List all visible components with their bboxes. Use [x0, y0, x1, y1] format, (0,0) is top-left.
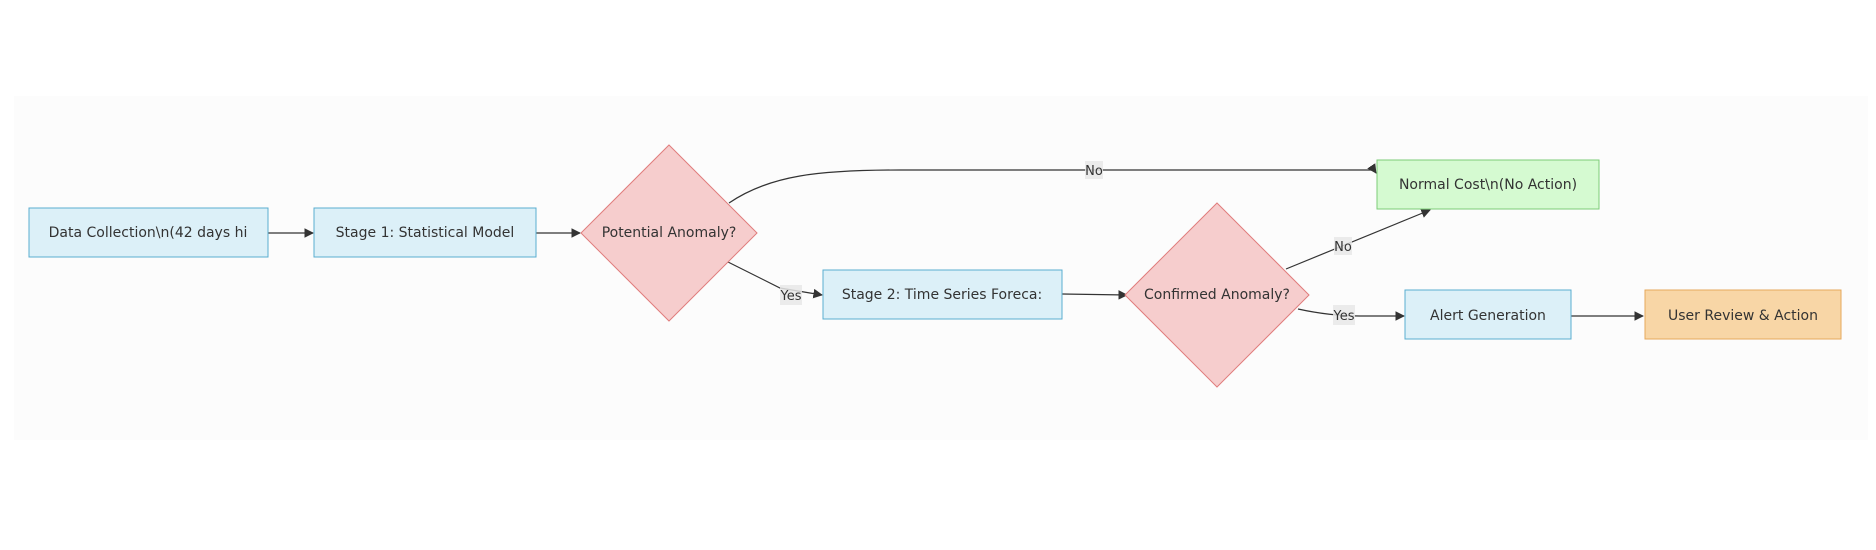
node-stage2: Stage 2: Time Series Foreca:	[822, 269, 1063, 320]
edge-potential-yes	[727, 261, 823, 299]
terminal-box	[1644, 289, 1842, 340]
node-stage1: Stage 1: Statistical Model	[313, 207, 537, 258]
edge-label-bg	[1333, 305, 1355, 325]
node-label: Confirmed Anomaly?	[1144, 287, 1290, 303]
terminal-box	[1376, 159, 1600, 210]
node-label: Data Collection\n(42 days hi	[49, 225, 248, 241]
edge-label-bg	[1085, 161, 1103, 179]
edge-stage2-to-confirmed	[1061, 290, 1128, 300]
process-box	[313, 207, 537, 258]
edges	[268, 163, 1644, 321]
node-alert-generation: Alert Generation	[1404, 289, 1572, 340]
edge-label-bg	[1334, 237, 1352, 255]
node-label: Alert Generation	[1430, 308, 1546, 324]
process-box	[822, 269, 1063, 320]
decision-diamond	[1124, 202, 1310, 388]
decision-diamond	[580, 144, 758, 322]
edge-labels: No Yes No Yes	[780, 161, 1355, 325]
edge-label-confirmed-no: No	[1334, 240, 1352, 255]
node-label: Potential Anomaly?	[602, 225, 737, 241]
node-confirmed-anomaly: Confirmed Anomaly?	[1124, 202, 1310, 388]
edge-confirmed-no	[1285, 208, 1431, 270]
node-label: Normal Cost\n(No Action)	[1399, 177, 1577, 193]
node-potential-anomaly: Potential Anomaly?	[580, 144, 758, 322]
edge-label-potential-yes: Yes	[780, 289, 802, 304]
edge-potential-no	[728, 163, 1377, 204]
node-label: Stage 1: Statistical Model	[336, 225, 515, 241]
process-box	[1404, 289, 1572, 340]
edge-label-confirmed-yes: Yes	[1333, 309, 1355, 324]
edge-label-potential-no: No	[1085, 164, 1103, 179]
node-user-review: User Review & Action	[1644, 289, 1842, 340]
node-data-collection: Data Collection\n(42 days hi	[28, 207, 269, 258]
node-label: Stage 2: Time Series Foreca:	[842, 287, 1042, 303]
process-box	[28, 207, 269, 258]
edge-label-bg	[780, 285, 802, 305]
diagram-background	[14, 96, 1868, 440]
node-label: User Review & Action	[1668, 308, 1818, 324]
node-normal-cost: Normal Cost\n(No Action)	[1376, 159, 1600, 210]
